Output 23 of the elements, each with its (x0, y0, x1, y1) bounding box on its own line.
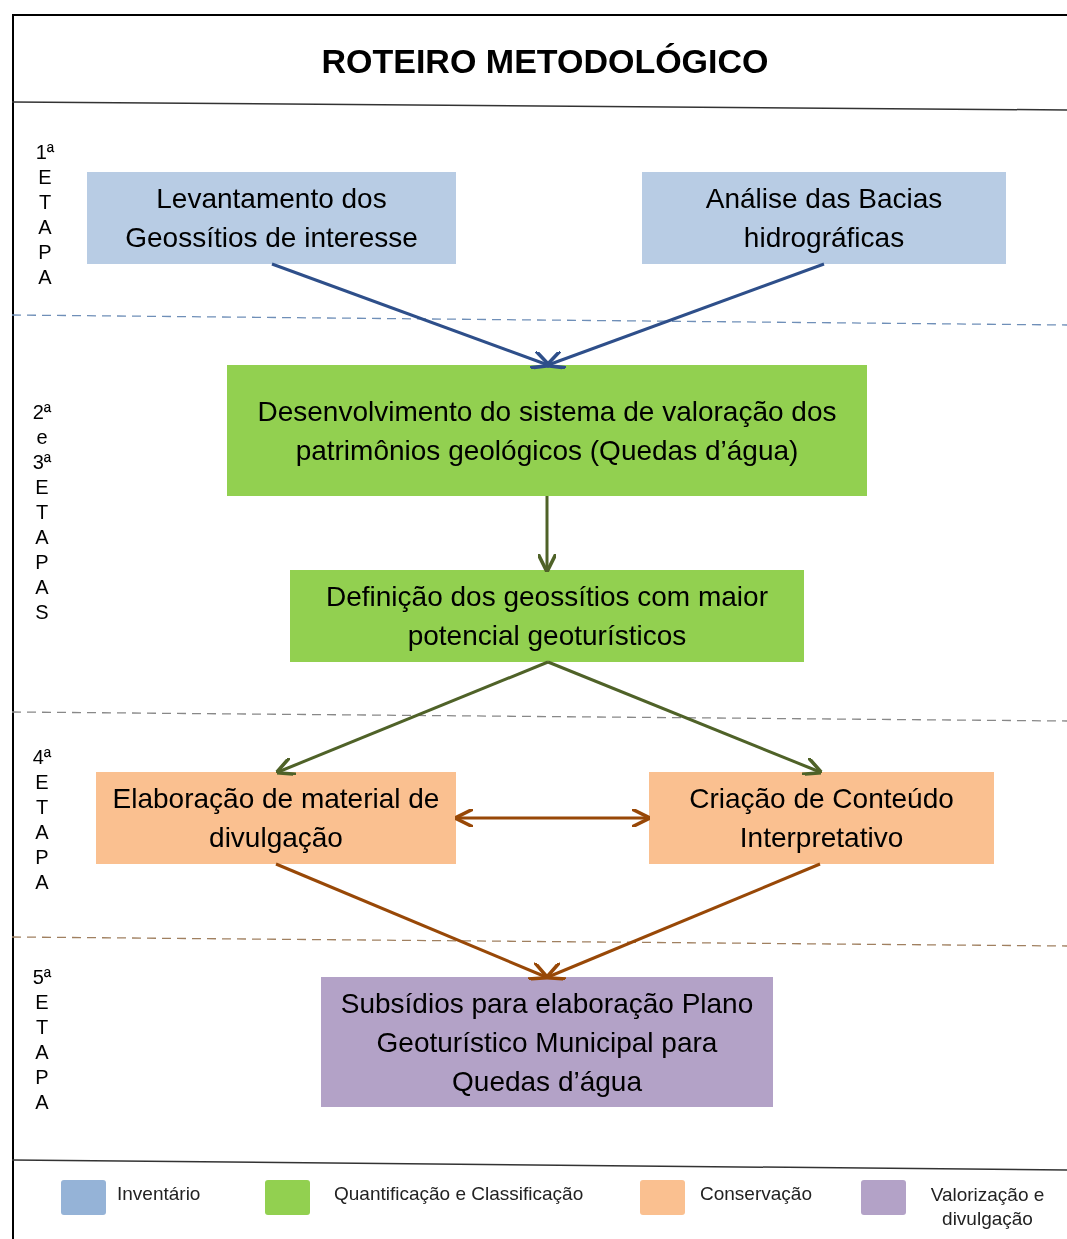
process-box: Elaboração de material de divulgação (96, 772, 456, 864)
legend-label: Inventário (117, 1183, 201, 1205)
process-box: Análise das Bacias hidrográficas (642, 172, 1006, 264)
process-box: Desenvolvimento do sistema de valoração dos patrimônios geológicos (Quedas d’água) (227, 365, 867, 496)
arrow (536, 496, 558, 574)
stage-label: 1ª ETAPA (34, 140, 56, 290)
stage-label: 5ª ETAPA (31, 965, 53, 1115)
legend-label: Valorização e divulgação (929, 1183, 1046, 1231)
legend-label: Quantificação e Classificação (334, 1183, 584, 1205)
process-box: Levantamento dos Geossítios de interesse (87, 172, 456, 264)
arrow (274, 660, 549, 776)
arrow (544, 862, 821, 981)
process-box: Definição dos geossítios com maior potencial geoturísticos (290, 570, 804, 662)
stage-label: 2ª e 3ª ETAPAS (31, 400, 53, 625)
process-box: Subsídios para elaboração Plano Geoturístico Municipal para Quedas d’água (321, 977, 773, 1107)
arrow (547, 660, 824, 777)
process-box: Criação de Conteúdo Interpretativo (649, 772, 994, 864)
stage-label: 4ª ETAPA (31, 745, 53, 895)
arrow (453, 807, 652, 829)
diagram-title: ROTEIRO METODOLÓGICO (320, 42, 770, 81)
arrow (544, 262, 825, 370)
legend-label: Conservação (700, 1183, 812, 1205)
arrow (275, 862, 550, 981)
